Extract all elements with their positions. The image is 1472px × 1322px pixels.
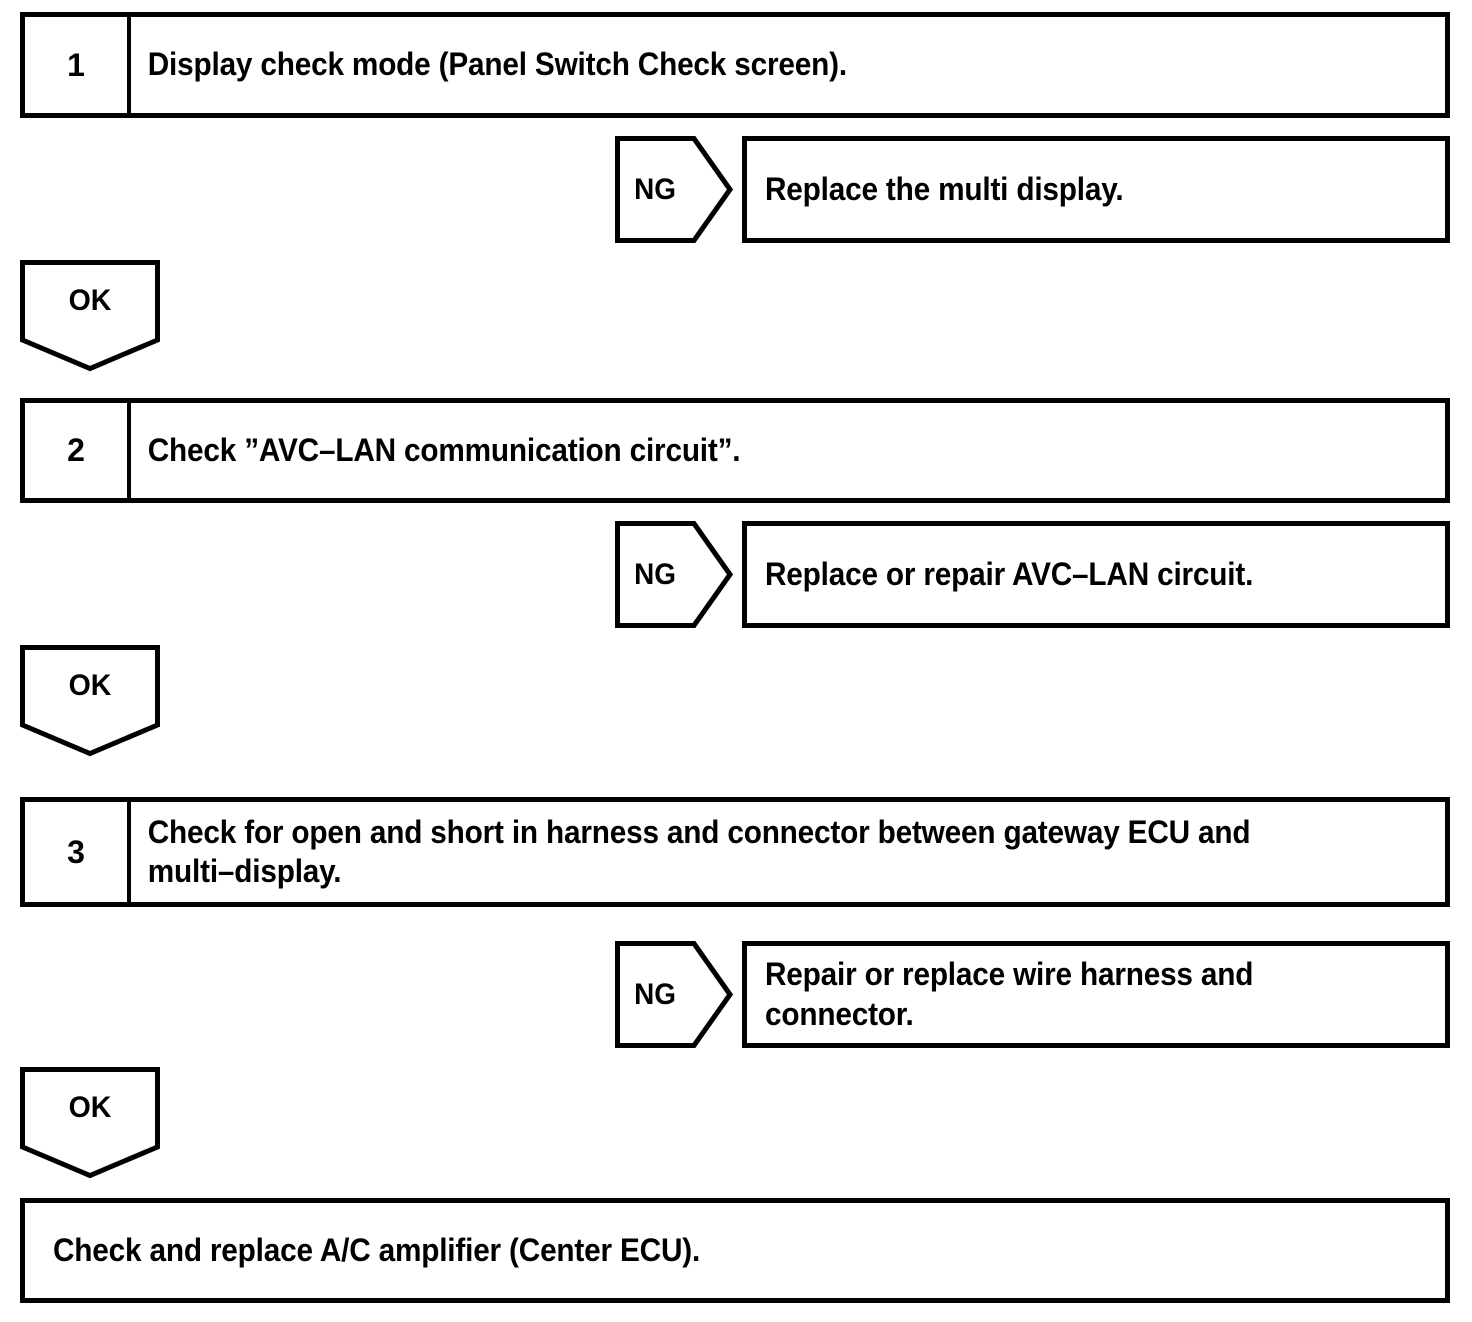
ng-label-1: NG <box>634 172 676 206</box>
ng-action-text-2: Replace or repair AVC–LAN circuit. <box>765 555 1254 592</box>
step-text-2: Check ”AVC–LAN communication circuit”. <box>147 431 741 468</box>
final-action-text: Check and replace A/C amplifier (Center … <box>53 1231 701 1268</box>
final-action-box: Check and replace A/C amplifier (Center … <box>20 1198 1450 1303</box>
ng-flag-1: NG <box>615 136 733 243</box>
step-box-3: 3 Check for open and short in harness an… <box>20 797 1450 907</box>
ng-label-2: NG <box>634 557 676 591</box>
ng-flag-2: NG <box>615 521 733 628</box>
ng-action-text-1: Replace the multi display. <box>765 170 1124 207</box>
ok-flag-1: OK <box>20 260 160 372</box>
step-box-2: 2 Check ”AVC–LAN communication circuit”. <box>20 398 1450 503</box>
step-number-1: 1 <box>25 17 131 113</box>
step-text-3: Check for open and short in harness and … <box>147 813 1251 889</box>
step-box-1: 1 Display check mode (Panel Switch Check… <box>20 12 1450 118</box>
step-text-1: Display check mode (Panel Switch Check s… <box>147 46 847 83</box>
ng-label-3: NG <box>634 977 676 1011</box>
ok-flag-2: OK <box>20 645 160 757</box>
ng-action-text-3: Repair or replace wire harness and conne… <box>765 956 1254 1032</box>
ng-action-box-2: Replace or repair AVC–LAN circuit. <box>742 521 1450 628</box>
ok-label-2: OK <box>68 669 112 702</box>
ng-action-box-1: Replace the multi display. <box>742 136 1450 243</box>
step-number-3: 3 <box>25 802 131 902</box>
ng-flag-3: NG <box>615 941 733 1048</box>
ok-label-1: OK <box>68 284 112 317</box>
ok-label-3: OK <box>68 1091 112 1124</box>
ok-flag-3: OK <box>20 1067 160 1179</box>
ng-action-box-3: Repair or replace wire harness and conne… <box>742 941 1450 1048</box>
step-number-2: 2 <box>25 403 131 498</box>
